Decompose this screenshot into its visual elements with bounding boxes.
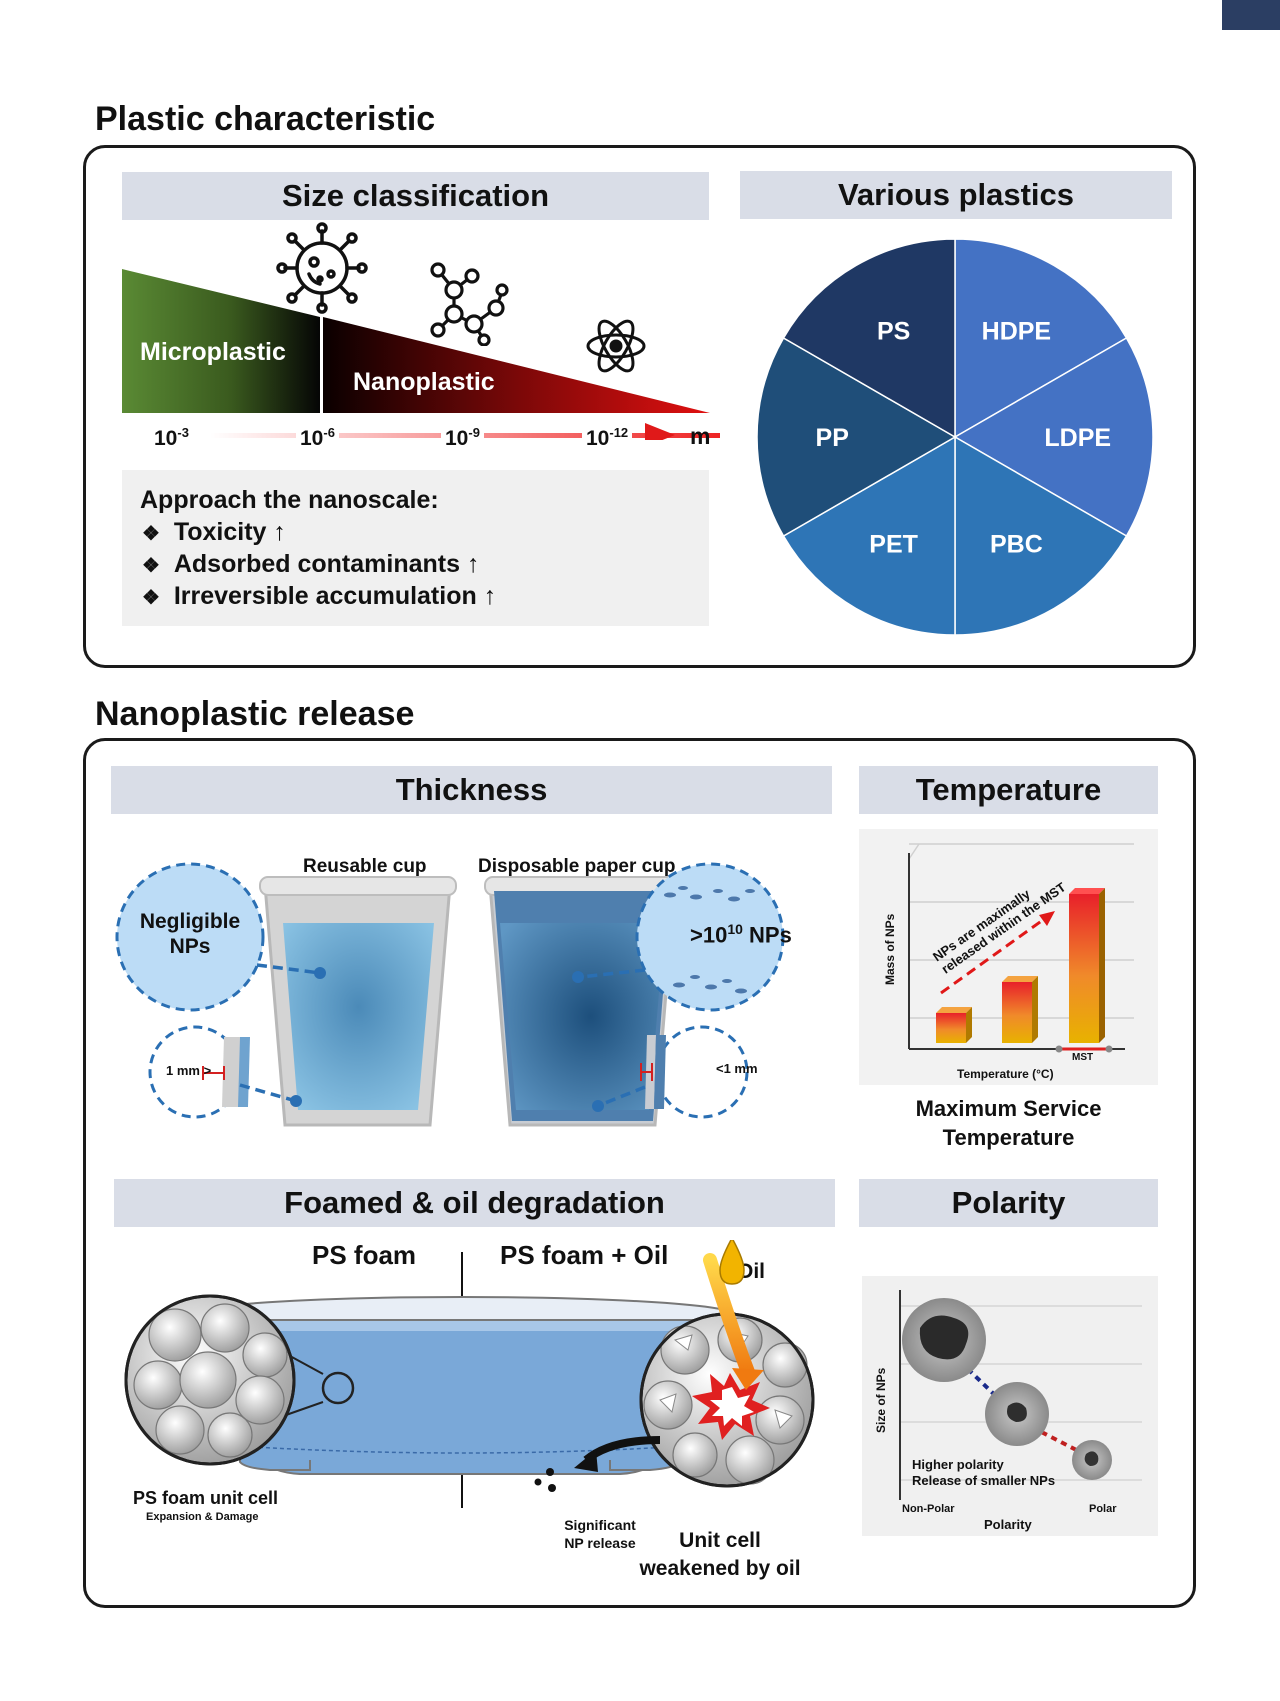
corner-tab: [1222, 0, 1280, 30]
nps-count-circle: [635, 862, 785, 1012]
ps-foam-oil-label: PS foam + Oil: [500, 1240, 669, 1270]
microplastic-wedge: [122, 269, 320, 413]
foam-degradation-graphic: [124, 1240, 815, 1508]
pie-label-ps: PS: [877, 318, 910, 346]
section-title-plastic-characteristic: Plastic characteristic: [95, 100, 436, 138]
atom-icon: [586, 319, 646, 373]
plastics-pie-chart: HDPE LDPE PBC PET PP PS: [756, 238, 1154, 636]
thin-wall-label: <1 mm: [716, 1061, 758, 1076]
disposable-cup-water: [500, 923, 665, 1110]
thickness-header: Thickness: [111, 766, 832, 814]
ps-foam-label: PS foam: [312, 1240, 417, 1270]
polarity-x-right-label: Polar: [1089, 1503, 1117, 1515]
pie-label-hdpe: HDPE: [982, 318, 1051, 346]
pie-slice-ldpe: [953, 336, 1154, 538]
tick-label-2: 10-6: [296, 425, 339, 451]
unit-label: m: [690, 423, 711, 449]
thickness-graphic: [115, 862, 785, 1127]
approach-item-contaminants: ❖ Adsorbed contaminants ↑: [142, 550, 480, 578]
approach-item-accumulation: ❖ Irreversible accumulation ↑: [142, 582, 497, 610]
polarity-x-left-label: Non-Polar: [902, 1503, 955, 1515]
tick-label-4: 10-12: [582, 425, 633, 451]
polarity-chart: [899, 1290, 1142, 1502]
polarity-y-label: Size of NPs: [874, 1367, 888, 1433]
temperature-header: Temperature: [859, 766, 1158, 814]
pie-label-pbc: PBC: [990, 530, 1043, 558]
reusable-cup-label: Reusable cup: [303, 856, 427, 877]
approach-title: Approach the nanoscale:: [140, 486, 439, 514]
negligible-nps-circle: [115, 862, 265, 1012]
pie-label-ldpe: LDPE: [1044, 424, 1111, 452]
disposable-cup-label: Disposable paper cup: [478, 856, 676, 877]
nanoplastic-wedge: [323, 317, 710, 413]
unit-cell-sublabel: Expansion & Damage: [146, 1511, 259, 1523]
virus-icon: [276, 222, 368, 314]
polarity-header: Polarity: [859, 1179, 1158, 1227]
temperature-chart: [908, 843, 1134, 1053]
pie-slice-hdpe: [954, 238, 1128, 439]
pie-slice-pet: [782, 435, 956, 636]
nps-count-label: >1010 NPs: [690, 921, 792, 948]
foamed-oil-header: Foamed & oil degradation: [114, 1179, 835, 1227]
pie-label-pet: PET: [869, 530, 918, 558]
approach-nanoscale-box: [122, 470, 709, 626]
pie-slice-ps: [782, 238, 956, 439]
thick-wall-label: 1 mm >: [166, 1063, 212, 1078]
molecule-icon: [430, 262, 509, 346]
scale-arrowhead: [645, 423, 675, 440]
pie-slice-pp: [756, 336, 957, 538]
size-classification-header: Size classification: [122, 172, 709, 220]
mst-tick-label: MST: [1072, 1052, 1094, 1063]
section-title-nanoplastic-release: Nanoplastic release: [95, 695, 415, 733]
various-plastics-header: Various plastics: [740, 171, 1172, 219]
pie-label-pp: PP: [816, 424, 849, 452]
microplastic-label: Microplastic: [140, 338, 286, 366]
tick-label-3: 10-9: [441, 425, 484, 451]
unit-cell-label: PS foam unit cell: [133, 1488, 279, 1508]
pie-slice-pbc: [954, 435, 1128, 636]
nanoplastic-label: Nanoplastic: [353, 368, 495, 396]
approach-item-toxicity: ❖ Toxicity ↑: [142, 518, 286, 546]
temperature-y-label: Mass of NPs: [883, 913, 897, 985]
temperature-x-label: Temperature (°C): [957, 1067, 1054, 1081]
tick-label-1: 10-3: [150, 425, 193, 451]
polarity-x-label: Polarity: [984, 1517, 1032, 1532]
reusable-cup-water: [283, 923, 434, 1110]
